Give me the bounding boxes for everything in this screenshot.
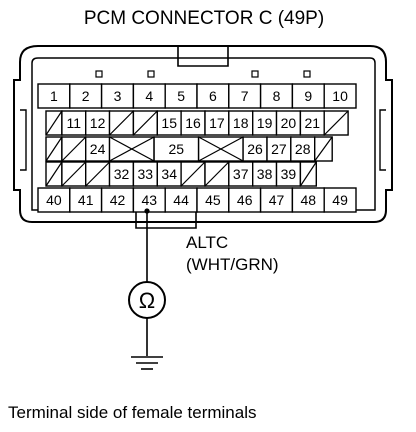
pin-label-44: 44 bbox=[173, 192, 189, 208]
pin-label-49: 49 bbox=[332, 192, 348, 208]
pin-cell-3 bbox=[100, 83, 135, 109]
blank-cell-slash bbox=[45, 136, 63, 162]
blank-cell-slash bbox=[45, 161, 63, 187]
pin-cell-48 bbox=[291, 187, 325, 213]
pin-label-9: 9 bbox=[304, 88, 312, 104]
pin-label-48: 48 bbox=[301, 192, 317, 208]
blank-cell-slash bbox=[45, 110, 63, 136]
pin-cell-5 bbox=[164, 83, 198, 109]
pin-label-40: 40 bbox=[46, 192, 62, 208]
pin-label-45: 45 bbox=[205, 192, 221, 208]
pin-label-10: 10 bbox=[332, 88, 348, 104]
pin-cell-44 bbox=[164, 187, 198, 213]
pin-label-43: 43 bbox=[142, 192, 158, 208]
blank-cell-slash bbox=[61, 136, 87, 162]
pin-cell-41 bbox=[69, 187, 103, 213]
pin-cell-42 bbox=[100, 187, 135, 213]
blank-cell-slash bbox=[323, 110, 349, 136]
pin-label-12: 12 bbox=[90, 115, 106, 131]
signal-name-label: ALTC bbox=[186, 233, 228, 252]
blank-cell-cross bbox=[198, 136, 244, 162]
pin-label-42: 42 bbox=[110, 192, 126, 208]
connector-housing bbox=[13, 45, 393, 229]
pin-label-18: 18 bbox=[233, 115, 249, 131]
pin-label-28: 28 bbox=[295, 141, 311, 157]
pin-label-26: 26 bbox=[247, 141, 263, 157]
probe-contact-dot bbox=[144, 208, 150, 214]
pin-cell-49 bbox=[323, 187, 357, 213]
pin-label-16: 16 bbox=[185, 115, 201, 131]
caption: Terminal side of female terminals bbox=[8, 403, 256, 422]
pin-label-32: 32 bbox=[114, 166, 130, 182]
blank-cell-slash bbox=[85, 161, 111, 187]
blank-cell-slash bbox=[132, 110, 158, 136]
pin-label-37: 37 bbox=[233, 166, 249, 182]
blank-cell-slash bbox=[204, 161, 230, 187]
pin-label-20: 20 bbox=[281, 115, 297, 131]
pin-label-47: 47 bbox=[269, 192, 285, 208]
blank-cell-slash bbox=[299, 161, 317, 187]
pin-label-5: 5 bbox=[177, 88, 185, 104]
blank-cell-cross bbox=[109, 136, 155, 162]
blank-cell-slash bbox=[180, 161, 206, 187]
diagram-title: PCM CONNECTOR C (49P) bbox=[84, 8, 324, 29]
pin-label-21: 21 bbox=[305, 115, 321, 131]
pin-label-41: 41 bbox=[78, 192, 94, 208]
pin-label-24: 24 bbox=[90, 141, 106, 157]
wire-color-label: (WHT/GRN) bbox=[186, 255, 279, 274]
pin-label-38: 38 bbox=[257, 166, 273, 182]
ground-icon bbox=[131, 318, 163, 370]
pin-cell-46 bbox=[228, 187, 262, 213]
ohmmeter: Ω bbox=[128, 281, 166, 319]
pin-label-2: 2 bbox=[82, 88, 90, 104]
pin-label-34: 34 bbox=[161, 166, 177, 182]
pin-label-17: 17 bbox=[209, 115, 225, 131]
pin-label-7: 7 bbox=[241, 88, 249, 104]
pin-label-15: 15 bbox=[161, 115, 177, 131]
pin-label-4: 4 bbox=[145, 88, 153, 104]
pin-cell-4 bbox=[132, 83, 166, 109]
pin-label-8: 8 bbox=[273, 88, 281, 104]
blank-cell-slash bbox=[314, 136, 333, 162]
pin-cell-2 bbox=[69, 83, 103, 109]
ohm-symbol: Ω bbox=[139, 288, 155, 313]
pin-label-39: 39 bbox=[281, 166, 297, 182]
pin-label-46: 46 bbox=[237, 192, 253, 208]
blank-cell-slash bbox=[61, 161, 87, 187]
pin-label-25: 25 bbox=[169, 141, 185, 157]
pin-label-1: 1 bbox=[50, 88, 58, 104]
pin-label-33: 33 bbox=[138, 166, 154, 182]
pin-label-19: 19 bbox=[257, 115, 273, 131]
pin-cell-10 bbox=[323, 83, 357, 109]
pin-label-11: 11 bbox=[67, 115, 82, 131]
blank-cell-slash bbox=[109, 110, 134, 136]
pin-label-6: 6 bbox=[209, 88, 217, 104]
pin-label-27: 27 bbox=[271, 141, 287, 157]
pin-label-3: 3 bbox=[114, 88, 122, 104]
